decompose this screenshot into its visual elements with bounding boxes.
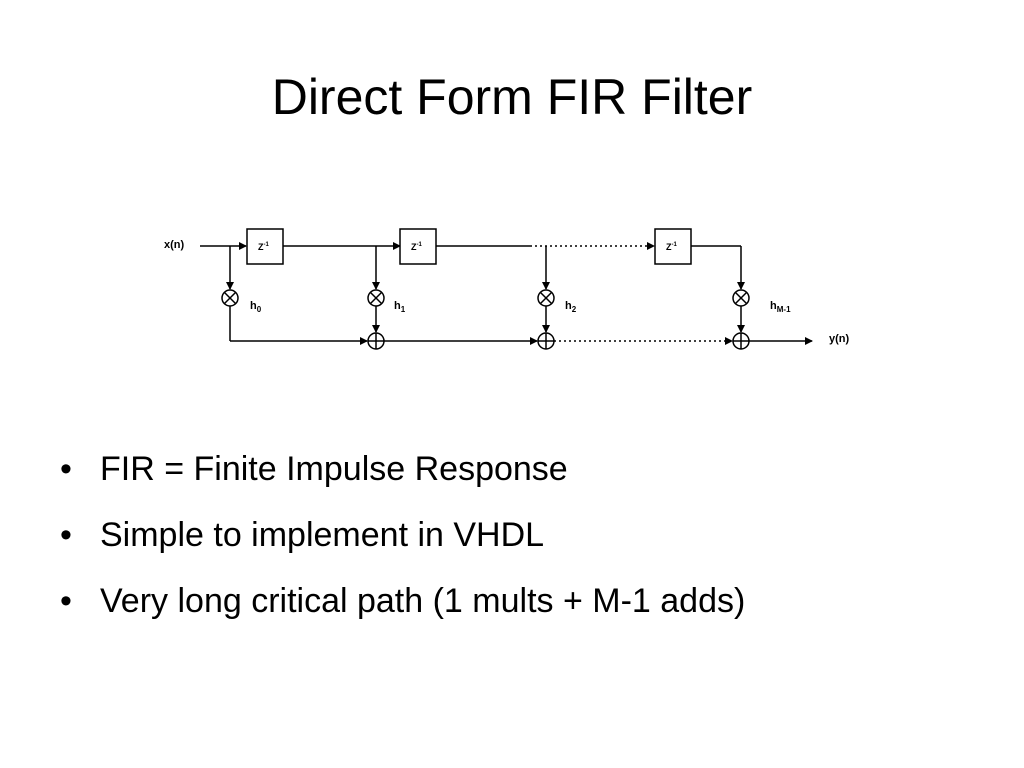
bullet-item: • FIR = Finite Impulse Response [60,436,745,502]
bullet-item: • Simple to implement in VHDL [60,502,745,568]
delay-block: Z-1 [246,228,284,265]
coefficient-label: h1 [394,300,406,314]
coefficient-label: h2 [565,300,577,314]
svg-text:Z-1: Z-1 [258,242,269,252]
slide-title: Direct Form FIR Filter [271,69,753,125]
adder-icon [537,332,555,350]
output-label: y(n) [829,333,850,345]
bullet-item: • Very long critical path (1 mults + M-1… [60,568,745,634]
bullet-dot: • [60,582,72,620]
coefficient-label: hM-1 [770,300,791,314]
input-label: x(n) [164,239,185,251]
bullet-dot: • [60,450,72,488]
multiplier-icon [221,289,239,307]
adder-icon [732,332,750,350]
multiplier-icon [732,289,750,307]
fir-filter-diagram: x(n) Z-1 Z-1 Z-1 [164,228,850,350]
bullet-dot: • [60,516,72,554]
bullet-text: FIR = Finite Impulse Response [100,450,568,488]
product-lines [229,306,745,345]
multiplier-icon [537,289,555,307]
delay-block: Z-1 [654,228,692,265]
coefficient-label: h0 [250,300,262,314]
bullet-text: Simple to implement in VHDL [100,516,545,554]
svg-text:Z-1: Z-1 [411,242,422,252]
delay-block: Z-1 [399,228,437,265]
bullet-list: • FIR = Finite Impulse Response • Simple… [60,436,745,634]
adder-icon [367,332,385,350]
multiplier-icon [367,289,385,307]
tap-lines [226,246,745,290]
bullet-text: Very long critical path (1 mults + M-1 a… [100,582,746,620]
svg-text:Z-1: Z-1 [666,242,677,252]
